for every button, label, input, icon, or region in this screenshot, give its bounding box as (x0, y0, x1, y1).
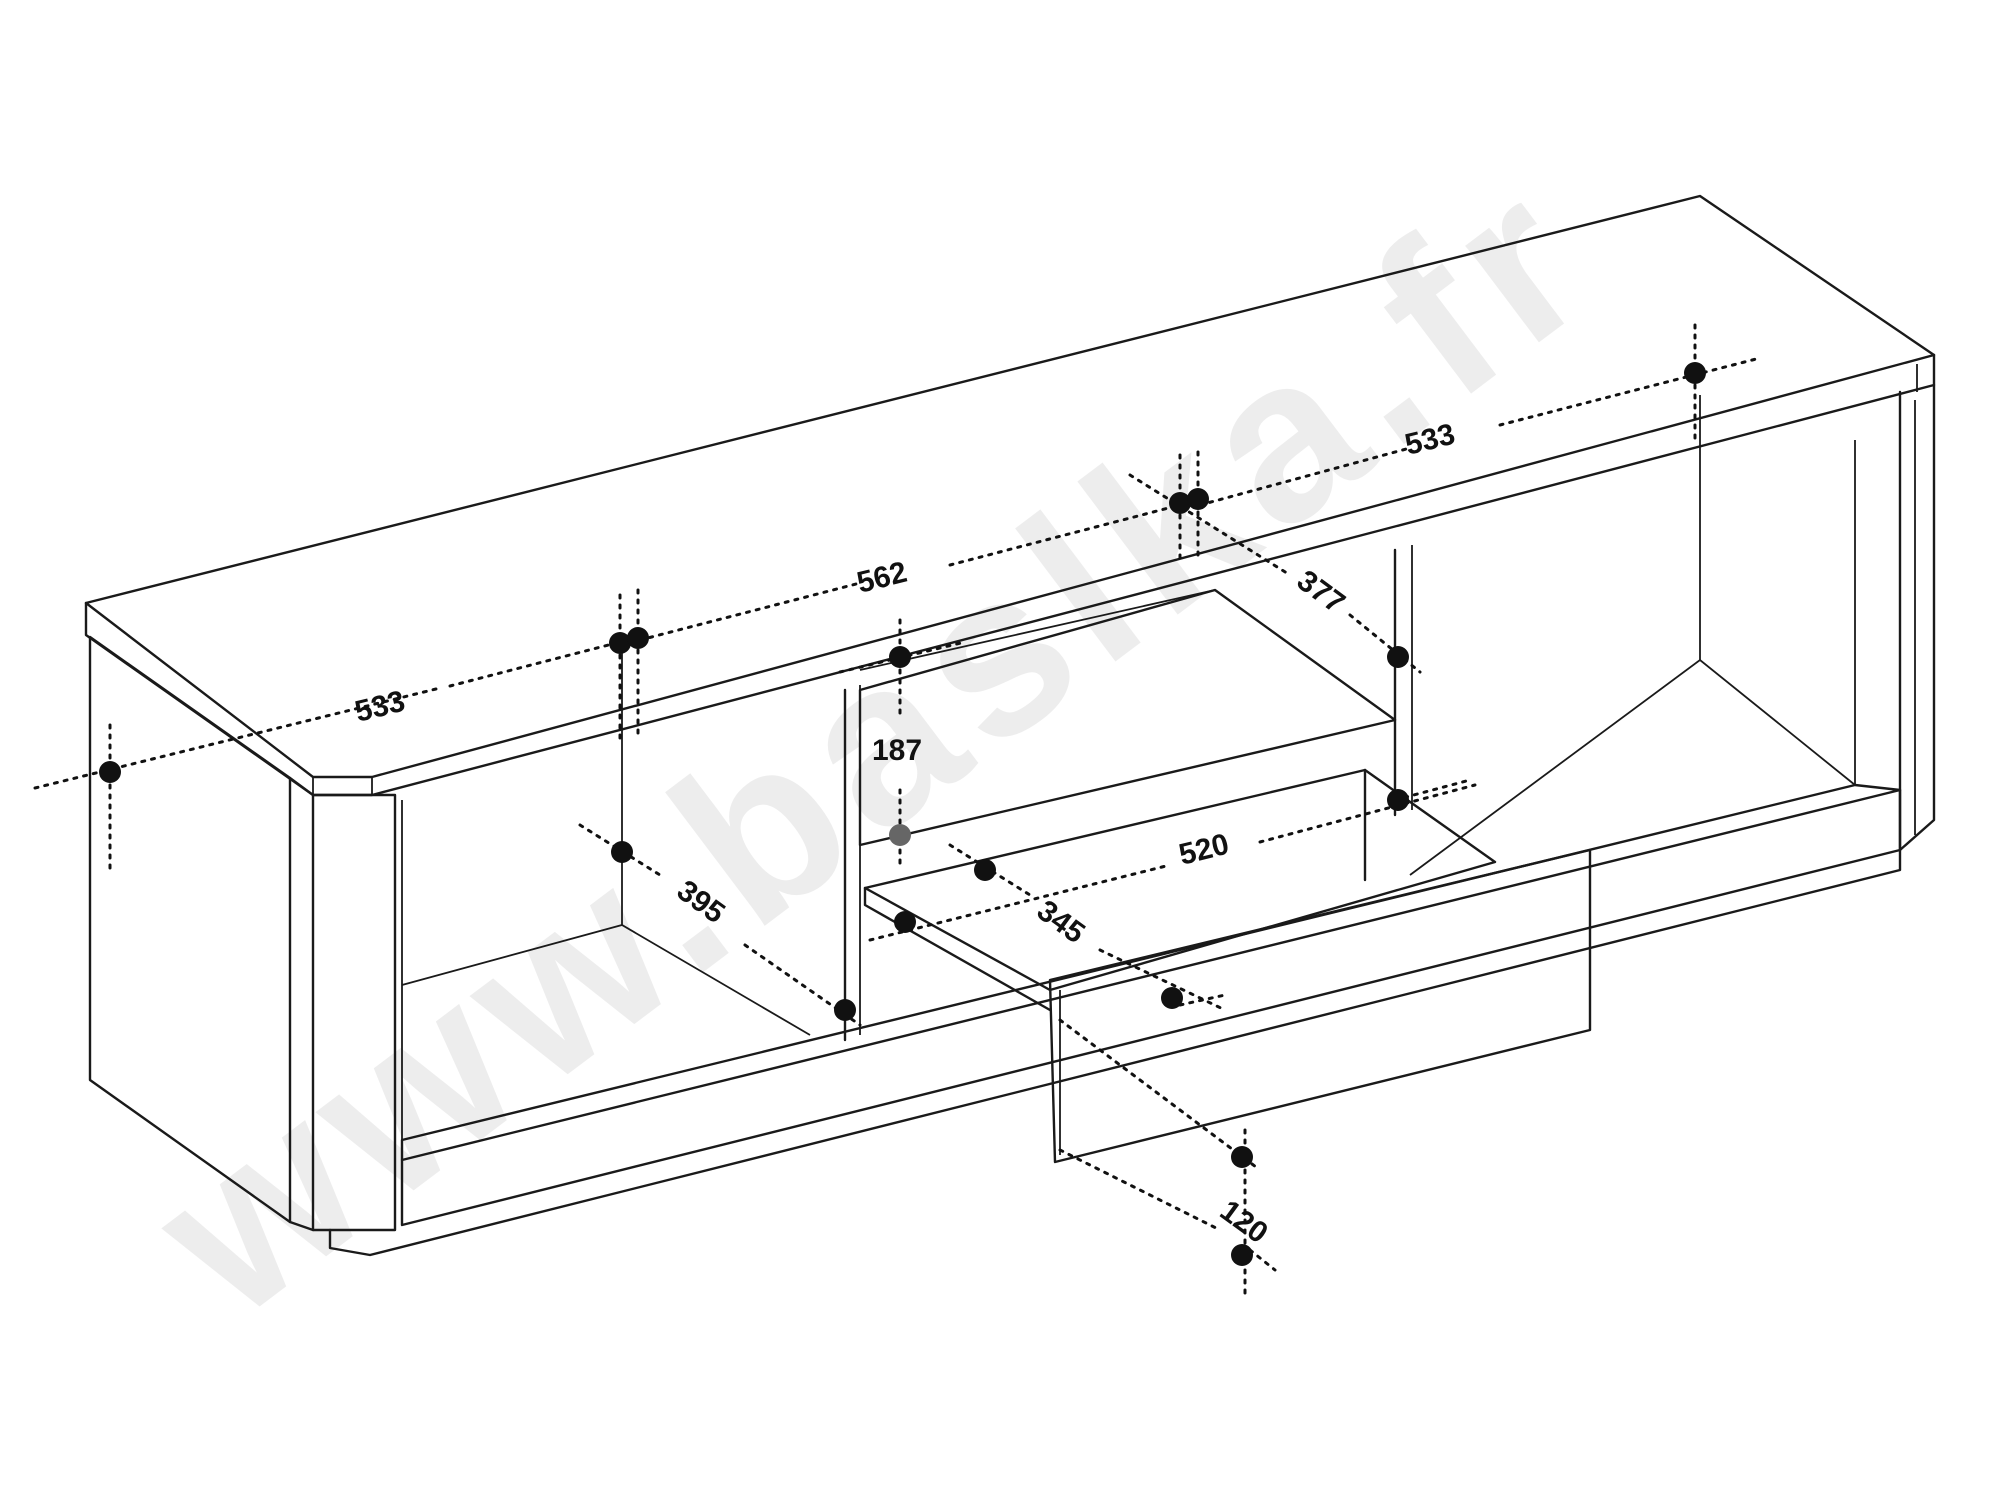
label-drawer-depth: 345 (1031, 894, 1091, 950)
dim-dot (889, 646, 911, 668)
back-wall-bottom-right (1409, 658, 1856, 876)
dim-dot (99, 761, 121, 783)
dim-line-left-depth-a (578, 823, 662, 877)
dim-line-left-width-b (448, 640, 622, 688)
dim-dot (1187, 488, 1209, 510)
dim-line-right-depth-a (1128, 473, 1292, 577)
dim-line-drawer-height-c (1248, 1248, 1277, 1272)
label-drawer-width: 520 (1176, 828, 1233, 872)
right-side-panel (1898, 383, 1936, 852)
dim-line-drawer-depth-b (1098, 948, 1227, 1012)
label-shelf-height: 187 (872, 734, 922, 767)
label-left-width: 533 (352, 685, 409, 729)
cabinet (84, 194, 1936, 1257)
dim-dot (834, 999, 856, 1021)
dim-line-drawer-height-b (1058, 1148, 1222, 1232)
dim-dot (1231, 1146, 1253, 1168)
dim-dot (974, 859, 996, 881)
top-surface (84, 194, 1936, 779)
bottom-plinth-foot (328, 848, 1902, 1257)
left-chamfer-column (288, 776, 315, 1232)
left-front-column (311, 793, 397, 1232)
dim-line-right-depth-b (1348, 613, 1422, 674)
dim-dot-grey (889, 824, 911, 846)
dim-dot (1387, 646, 1409, 668)
dim-line-right-width-b (1498, 356, 1762, 427)
dim-line-drawer-height-a (1058, 1018, 1262, 1172)
middle-shelf (858, 588, 1397, 847)
dim-line-left-depth-b (743, 943, 862, 1027)
drawer-front (1048, 848, 1592, 1164)
dim-dot (1684, 362, 1706, 384)
dim-dot (609, 632, 631, 654)
dim-line-right-width-a (1198, 446, 1412, 507)
drawer-box-side (863, 886, 1052, 1012)
dim-line-middle-width-b (948, 503, 1182, 567)
dim-line-middle-width-a (638, 581, 862, 642)
dim-dot (894, 911, 916, 933)
label-drawer-height: 120 (1214, 1194, 1274, 1250)
dimension-dots (99, 362, 1706, 1266)
middle-shelf-back (859, 589, 1216, 671)
dim-dot (1231, 1244, 1253, 1266)
dim-dot (627, 627, 649, 649)
dim-line-drawer-depth-a (948, 843, 1032, 897)
dim-dot (1387, 789, 1409, 811)
dim-line-drawer-width-b (1258, 783, 1477, 844)
dim-dot (611, 841, 633, 863)
dim-dot (1169, 492, 1191, 514)
dim-dot (1161, 987, 1183, 1009)
dim-line-drawer-front-tick (1178, 993, 1227, 1007)
dim-line-drawer-width-a (868, 863, 1172, 942)
drawer-box-top (863, 768, 1497, 992)
